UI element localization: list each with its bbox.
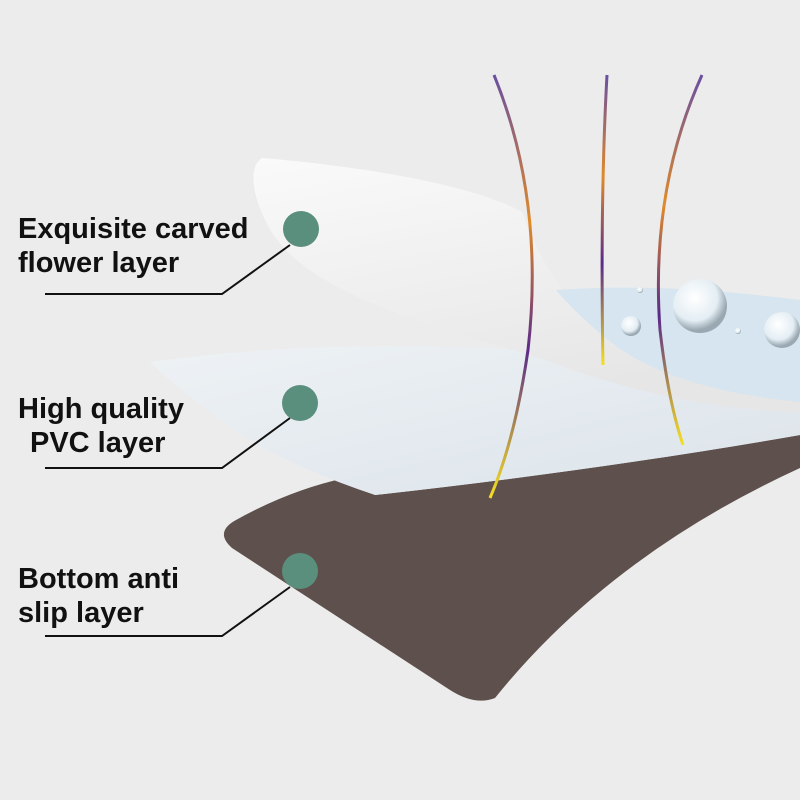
water-droplet <box>637 287 643 293</box>
label-line: Bottom anti <box>18 563 180 595</box>
marker-dot <box>282 385 318 421</box>
top-layer-underside <box>556 287 800 402</box>
water-droplet <box>621 316 641 336</box>
label-line: Exquisite carved <box>18 213 249 245</box>
label-line: High quality <box>18 393 184 425</box>
label-pvc-layer: High quality PVC layer <box>18 392 184 460</box>
label-bottom-layer: Bottom anti slip layer <box>18 562 179 630</box>
fiber-strand <box>600 74 609 366</box>
leader-line <box>45 417 291 469</box>
water-droplet <box>764 312 800 348</box>
water-droplet <box>673 279 727 333</box>
carved-flower-layer <box>253 158 800 412</box>
label-top-layer: Exquisite carved flower layer <box>18 212 249 280</box>
label-line: PVC layer <box>30 427 166 459</box>
label-line: flower layer <box>18 247 180 279</box>
bottom-anti-slip-layer <box>223 435 800 701</box>
marker-dot <box>282 553 318 589</box>
leader-line <box>45 586 291 637</box>
water-droplet <box>735 328 741 334</box>
fiber-strand <box>656 74 704 446</box>
fiber-strand <box>488 74 534 499</box>
leader-line <box>45 244 291 295</box>
label-line: slip layer <box>18 597 144 629</box>
marker-dot <box>283 211 319 247</box>
